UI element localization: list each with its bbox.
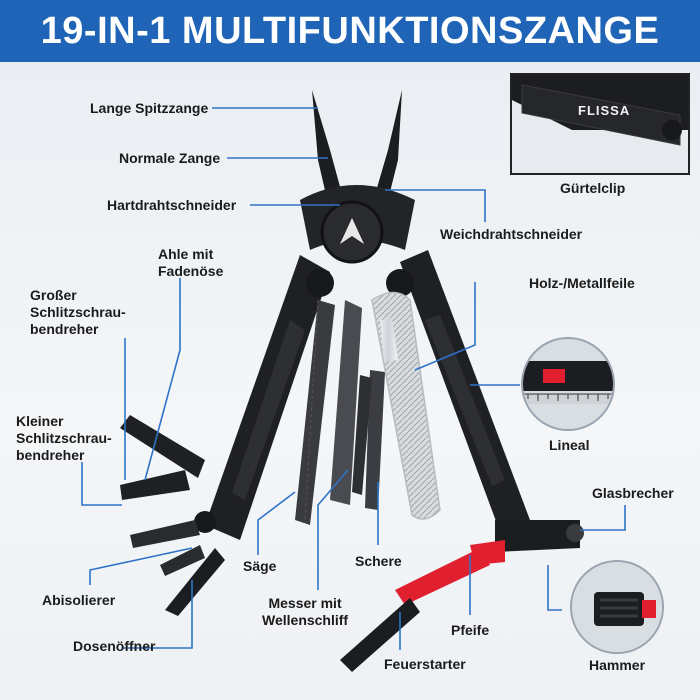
label-kleiner-schlitzschraubendreher: Kleiner Schlitzschrau- bendreher [16, 413, 112, 464]
label-guertelclip: Gürtelclip [560, 180, 626, 196]
page-title: 19-IN-1 MULTIFUNKTIONSZANGE [40, 9, 660, 52]
label-messer-line1: Messer mit [268, 595, 342, 611]
label-feuerstarter: Feuerstarter [384, 656, 466, 672]
ruler-inset [521, 337, 615, 431]
label-hammer: Hammer [589, 657, 646, 673]
label-ahle-line2: Fadenöse [158, 263, 224, 279]
label-grosser-line3: bendreher [30, 321, 99, 337]
label-kleiner-line2: Schlitzschrau- [16, 430, 112, 446]
label-lineal: Lineal [549, 437, 590, 453]
label-glasbrecher: Glasbrecher [592, 485, 674, 501]
belt-clip-inset: FLISSA [510, 73, 690, 175]
label-kleiner-line3: bendreher [16, 447, 85, 463]
hammer-inset [570, 560, 664, 654]
label-normale-zange: Normale Zange [119, 150, 221, 166]
label-abisolierer: Abisolierer [42, 592, 116, 608]
label-messer-line2: Wellenschliff [262, 612, 349, 628]
brand-logo-text: FLISSA [578, 103, 631, 118]
label-grosser-line1: Großer [30, 287, 77, 303]
label-messer: Messer mit Wellenschliff [262, 595, 348, 629]
label-ahle-line1: Ahle mit [158, 246, 214, 262]
header-banner: 19-IN-1 MULTIFUNKTIONSZANGE [0, 0, 700, 62]
label-schere: Schere [355, 553, 402, 569]
label-hartdrahtschneider: Hartdrahtschneider [107, 197, 237, 213]
label-grosser-line2: Schlitzschrau- [30, 304, 126, 320]
label-pfeife: Pfeife [451, 622, 490, 638]
label-holz-metallfeile: Holz-/Metallfeile [529, 275, 635, 291]
label-kleiner-line1: Kleiner [16, 413, 64, 429]
label-lange-spitzzange: Lange Spitzzange [90, 100, 209, 116]
label-grosser-schlitzschraubendreher: Großer Schlitzschrau- bendreher [30, 287, 126, 338]
label-weichdrahtschneider: Weichdrahtschneider [440, 226, 583, 242]
label-saege: Säge [243, 558, 277, 574]
label-dosenoeffner: Dosenöffner [73, 638, 156, 654]
label-ahle: Ahle mit Fadenöse [158, 246, 223, 280]
